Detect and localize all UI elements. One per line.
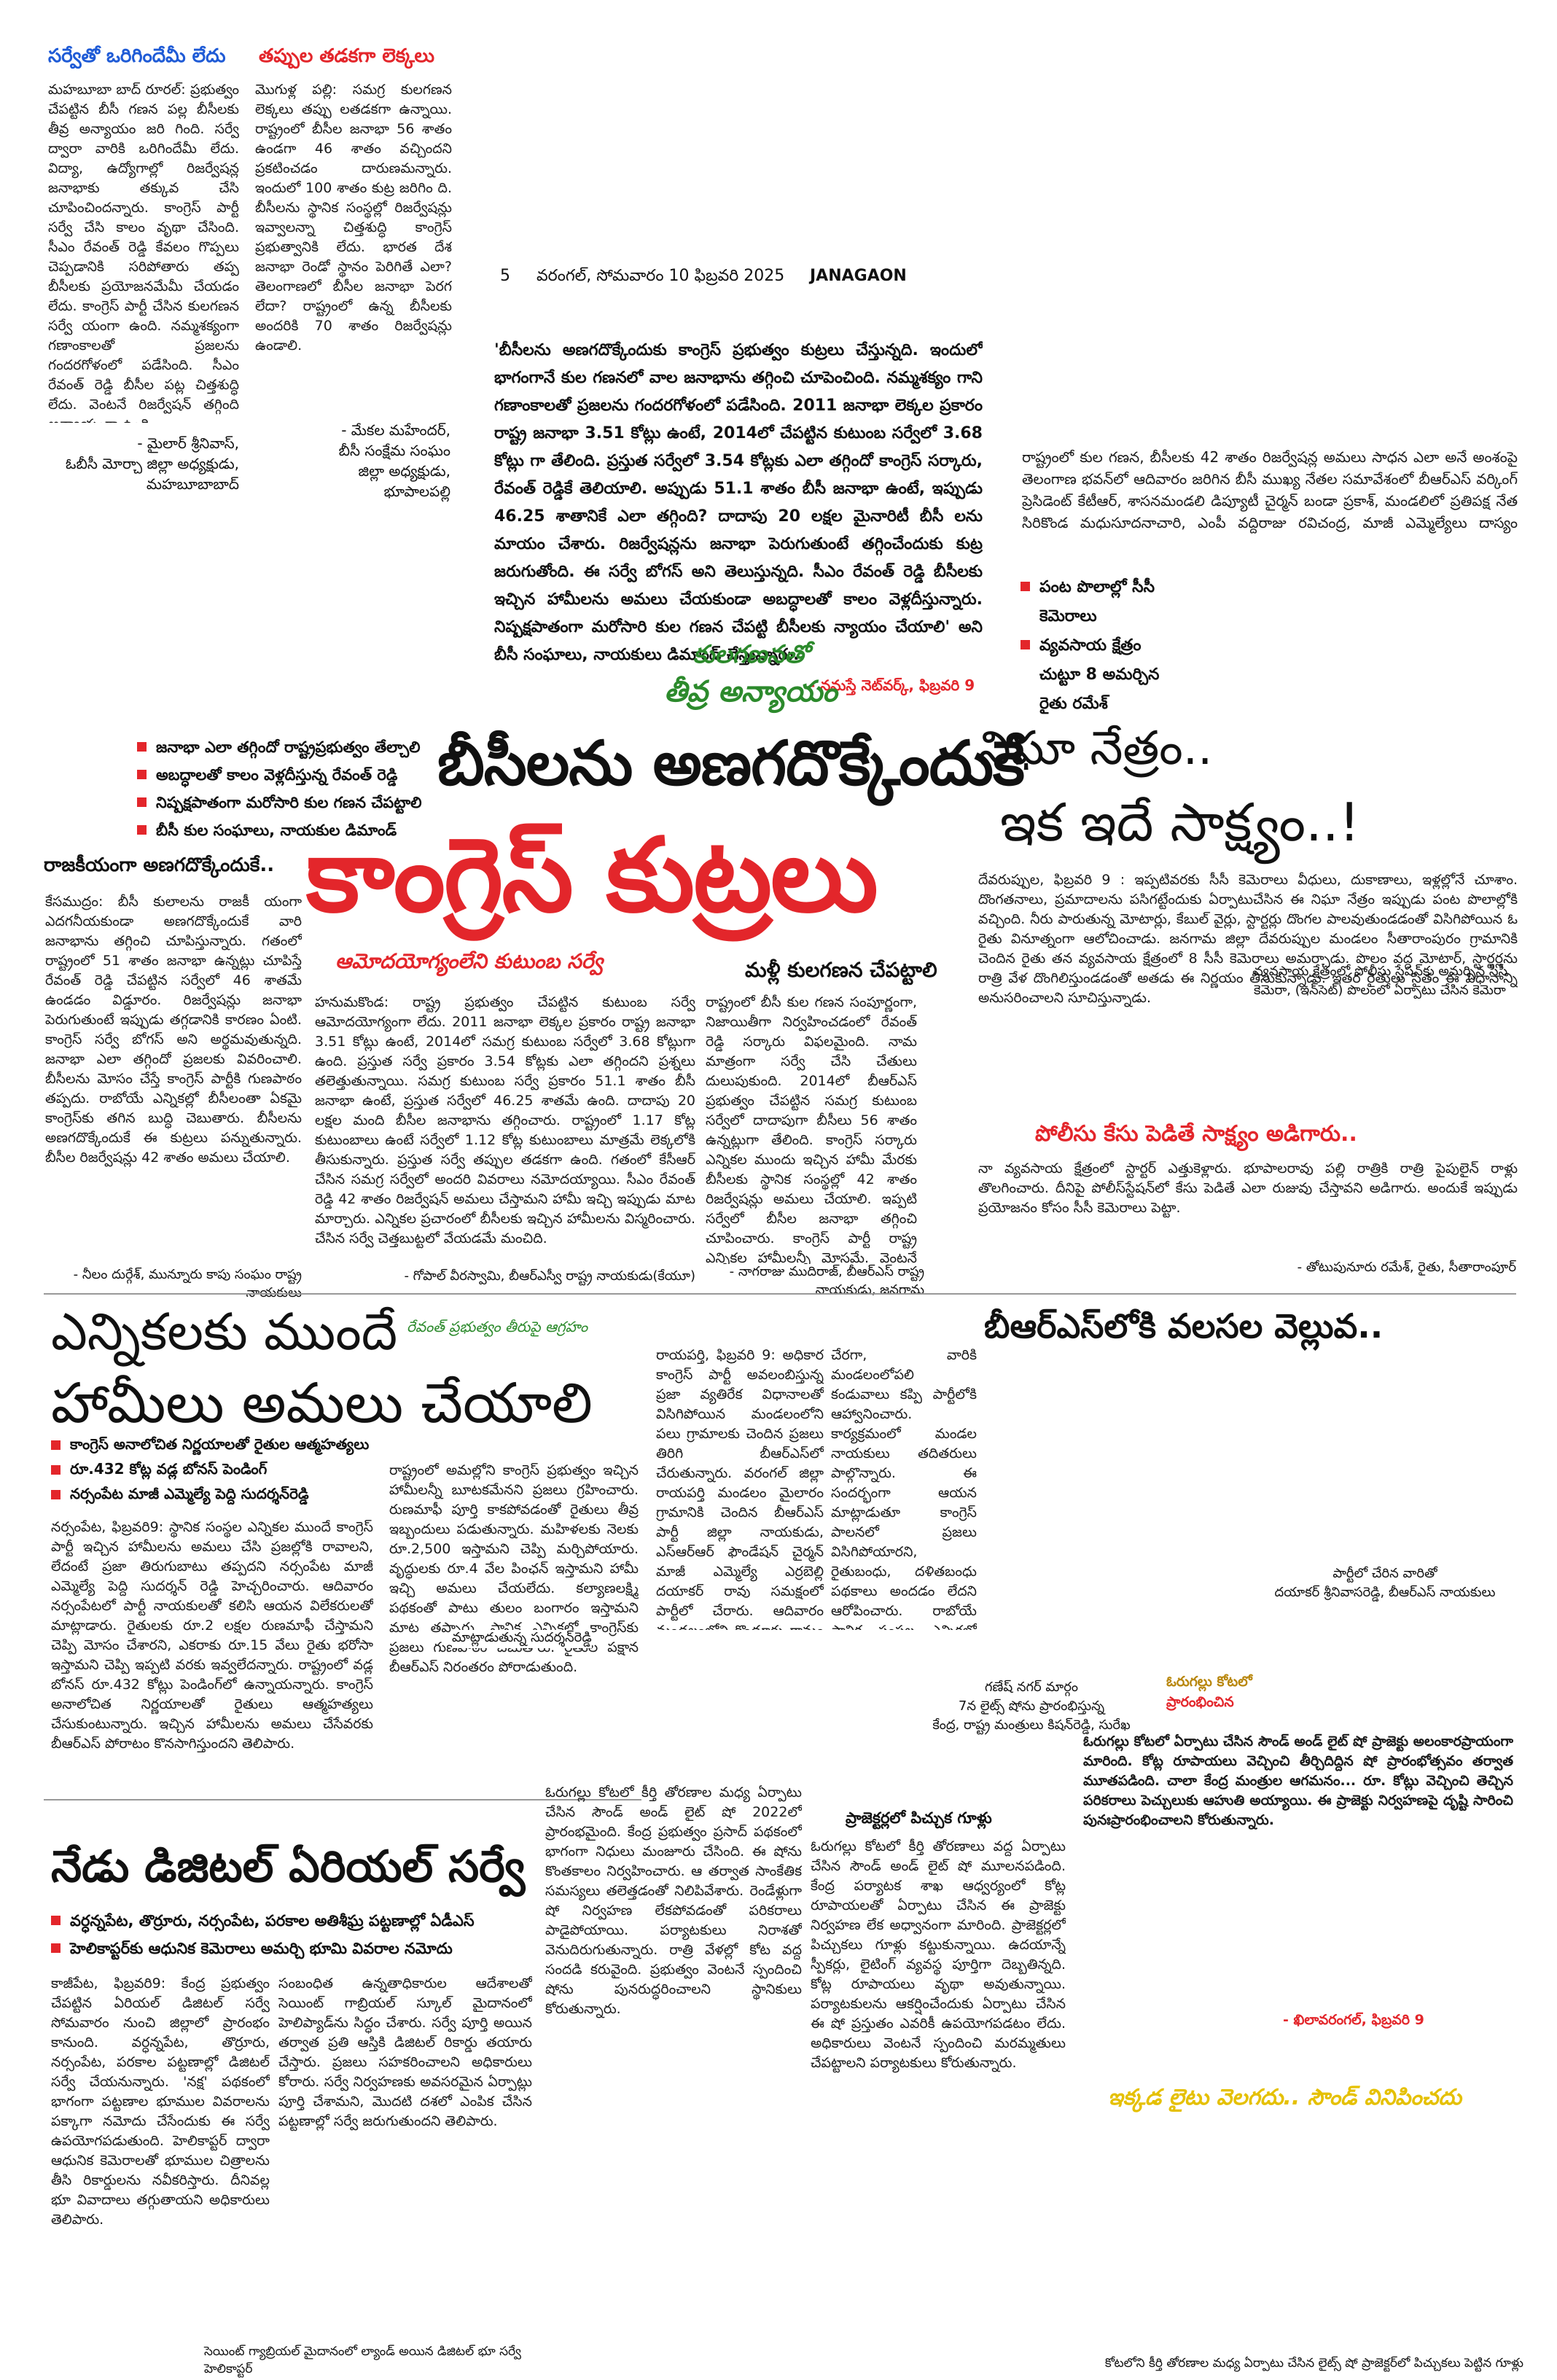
brs-col-1: రాయపర్తి, ఫిబ్రవరి 9: అధికార కాంగ్రెస్ ప… bbox=[656, 1347, 824, 1630]
lights-right-col: ఓరుగల్లు కోటలో ఏర్పాటు చేసిన సౌండ్ అండ్ … bbox=[1083, 1733, 1513, 1828]
head-bullets: జనాభా ఎలా తగ్గిందో రాష్ట్రప్రభుత్వం తేల్… bbox=[137, 733, 429, 844]
kicker-line-2: తీవ్ర అన్యాయం bbox=[664, 675, 838, 709]
aerial-bullet-1: వర్ధన్నపేట, తొర్రూరు, నర్సంపేట, పరకాల అత… bbox=[51, 1907, 547, 1935]
nigha-body: దేవరుప్పుల, ఫిబ్రవరి 9 : ఇప్పటివరకు సీసీ… bbox=[978, 872, 1518, 1006]
aerial-photo-caption: సెయింట్ గ్యాబ్రియల్ మైదానంలో ల్యాండ్ అయి… bbox=[204, 2344, 521, 2376]
nigha-quote: నా వ్యవసాయ క్షేత్రంలో స్టార్టర్ ఎత్తుకెళ… bbox=[978, 1160, 1518, 1216]
right-top-intro: రాష్ట్రంలో కుల గణన, బీసీలకు 42 శాతం రిజర… bbox=[1022, 448, 1518, 531]
aerial-bullets: వర్ధన్నపేట, తొర్రూరు, నర్సంపేట, పరకాల అత… bbox=[51, 1907, 547, 1962]
left-top-headline-1: సర్వేతో ఒరిగిందేమీ లేదు bbox=[48, 45, 226, 67]
main-headline-line-2: కాంగ్రెస్ కుట్రలు bbox=[306, 816, 878, 935]
mid-center-sig: - గోపాల్ వీరస్వామి, బీఆర్ఎస్వీ రాష్ట్ర న… bbox=[404, 1268, 695, 1284]
nigha-quote-sig: - తోటుపునూరు రమేశ్, రైతు, సీతారాంపూర్ bbox=[1297, 1260, 1516, 1275]
mid-right-body: రాష్ట్రంలో బీసీ కుల గణన సంపూర్ణంగా, నిజా… bbox=[706, 994, 917, 1264]
brs-col-2: చేరగా, వారికి మండలంలోపలి కండువాలు కప్పి … bbox=[831, 1347, 977, 1630]
head-bullet-2: అబద్ధాలతో కాలం వెళ్లదీస్తున్న రేవంత్ రెడ… bbox=[137, 761, 429, 789]
main-headline-line-1: బీసీలను అణగదొక్కేందుకే bbox=[437, 727, 1025, 799]
edition-name: JANAGAON bbox=[810, 267, 907, 285]
hamilu-col-1: నర్సంపేట, ఫిబ్రవరి9: స్థానిక సంస్థల ఎన్న… bbox=[51, 1519, 373, 1752]
right-top-bullets: పంట పొలాల్లో సీసీ కెమెరాలు వ్యవసాయ క్షేత… bbox=[1021, 573, 1181, 719]
separator bbox=[44, 1799, 641, 1800]
hamilu-photo-caption: మాట్లాడుతున్న సుదర్శన్‌రెడ్డి bbox=[452, 1630, 592, 1648]
brs-photo-caption: పార్టీలో చేరిన వారితో దయాకర్ శ్రీనివాసరె… bbox=[1274, 1566, 1496, 1600]
hamilu-bullet-2: రూ.432 కోట్ల వడ్ల బోనస్ పెండింగ్ bbox=[51, 1456, 372, 1481]
hamilu-bullet-1: కాంగ్రెస్ అనాలోచిత నిర్ణయాలతో రైతుల ఆత్మ… bbox=[51, 1432, 372, 1456]
nigha-photo-caption: వ్యవసాయ క్షేత్రంలో పోలీసు స్టేషన్‌కు అమర… bbox=[1254, 964, 1508, 998]
quote-box: 'బీసీలను అణగదొక్కేందుకు కాంగ్రెస్ ప్రభుత… bbox=[494, 337, 983, 694]
separator bbox=[44, 1293, 1516, 1295]
aerial-headline: నేడు డిజిటల్ ఏరియల్ సర్వే bbox=[51, 1841, 526, 1892]
lights-kicker: ఓరుగల్లు కోటలో bbox=[1166, 1674, 1252, 1690]
aerial-col-2: సంబంధిత ఉన్నతాధికారుల ఆదేశాలతో సెయింట్ గ… bbox=[278, 1975, 532, 2129]
mid-left-body: కేసముద్రం: బీసీ కులాలను రాజకీ యంగా ఎదగనీ… bbox=[45, 894, 302, 1166]
mid-left-headline: రాజకీయంగా అణగదొక్కేందుకే.. bbox=[44, 854, 275, 876]
quote-text: 'బీసీలను అణగదొక్కేందుకు కాంగ్రెస్ ప్రభుత… bbox=[494, 341, 983, 664]
quote-sig: - నమస్తే నెట్‌వర్క్, ఫిబ్రవరి 9 bbox=[809, 676, 975, 694]
lights-mid-body: ఓరుగల్లు కోటలో కీర్తి తోరణాలు వద్ద ఏర్పా… bbox=[811, 1838, 1066, 2071]
aerial-bullet-2: హెలికాప్టర్‌కు ఆధునిక కెమెరాలు అమర్చి భూ… bbox=[51, 1935, 547, 1962]
hamilu-bullets: కాంగ్రెస్ అనాలోచిత నిర్ణయాలతో రైతుల ఆత్మ… bbox=[51, 1432, 372, 1506]
head-bullet-1: జనాభా ఎలా తగ్గిందో రాష్ట్రప్రభుత్వం తేల్… bbox=[137, 733, 429, 761]
nigha-subhead: పోలీసు కేసు పెడితే సాక్ష్యం అడిగారు.. bbox=[1035, 1121, 1357, 1147]
mid-left-sig: - నీలం దుర్గేశ్, మున్నూరు కాపు సంఘం రాష్… bbox=[73, 1267, 302, 1300]
hamilu-kicker: రేవంత్ ప్రభుత్వం తీరుపై ఆగ్రహం bbox=[407, 1318, 588, 1335]
left-top-body-1: మహబూబా బాద్ రూరల్: ప్రభుత్వం చేపట్టిన బీ… bbox=[48, 82, 239, 423]
lights-right-sig: - ఖిలావరంగల్, ఫిబ్రవరి 9 bbox=[1283, 2012, 1424, 2028]
lights-sub: ప్రారంభించిన bbox=[1166, 1694, 1234, 1710]
lights-mid-headline: ప్రాజెక్టర్లలో పిచ్చుక గూళ్లు bbox=[846, 1809, 992, 1827]
nigha-headline-1: నిఘా నేత్రం.. bbox=[978, 722, 1213, 776]
lights-left-body: ఓరుగల్లు కోటలో కీర్తి తోరణాల మధ్య ఏర్పాట… bbox=[545, 1784, 802, 2017]
lights-photo-caption: గణేష్ నగర్ మార్గం 7న లైట్స్ షోను ప్రారంభ… bbox=[932, 1679, 1131, 1733]
hamilu-bullet-3: నర్సంపేట మాజీ ఎమ్మెల్యే పెద్ది సుదర్శన్‌… bbox=[51, 1481, 372, 1506]
brs-headline: బీఆర్ఎస్‌లోకి వలసల వెల్లువ.. bbox=[984, 1306, 1384, 1346]
left-top-headline-2: తప్పుల తడకగా లెక్కలు bbox=[259, 45, 434, 67]
right-top-bullet-1: పంట పొలాల్లో సీసీ కెమెరాలు bbox=[1021, 573, 1181, 631]
kicker: కులగణనతో తీవ్ర అన్యాయం bbox=[641, 640, 860, 716]
hamilu-col-2: రాష్ట్రంలో అమల్లోని కాంగ్రెస్ ప్రభుత్వం … bbox=[389, 1462, 639, 1675]
lights-yellow-headline: ఇక్కడ లైటు వెలగదు.. సౌండ్ వినిపించదు bbox=[1108, 2085, 1462, 2110]
nigha-headline-2: ఇక ఇదే సాక్ష్యం..! bbox=[1000, 792, 1360, 853]
kicker-line-1: కులగణనతో bbox=[692, 640, 809, 669]
page-number: 5 bbox=[500, 267, 510, 285]
sub-headline-left: ఆమోదయోగ్యంలేని కుటుంబ సర్వే bbox=[335, 949, 604, 973]
head-bullet-4: బీసీ కుల సంఘాలు, నాయకుల డిమాండ్ bbox=[137, 816, 429, 844]
left-top-body-2: మొగుళ్ల పల్లి: సమగ్ర కులగణన లెక్కలు తప్ప… bbox=[255, 82, 452, 354]
masthead: 5 వరంగల్, సోమవారం 10 ఫిబ్రవరి 2025 JANAG… bbox=[493, 267, 959, 292]
right-top-bullet-2: వ్యవసాయ క్షేత్రం చుట్టూ 8 అమర్చిన రైతు ర… bbox=[1021, 631, 1181, 719]
mid-right-sig: - నాగరాజు ముదిరాజ్, బీఆర్ఎస్ రాష్ట్ర నాయ… bbox=[729, 1264, 924, 1298]
hamilu-headline-2: హామీలు అమలు చేయాలి bbox=[51, 1370, 593, 1435]
mid-center-body: హనుమకొండ: రాష్ట్ర ప్రభుత్వం చేపట్టిన కుట… bbox=[315, 994, 695, 1246]
head-bullet-3: నిష్పక్షపాతంగా మరోసారి కుల గణన చేపట్టాలి bbox=[137, 789, 429, 816]
hamilu-headline-1: ఎన్నికలకు ముందే bbox=[51, 1302, 398, 1362]
masthead-date: వరంగల్, సోమవారం 10 ఫిబ్రవరి 2025 bbox=[536, 267, 785, 285]
lights-bottom-caption: కోటలోని కీర్తి తోరణాల మధ్య ఏర్పాటు చేసిన… bbox=[1104, 2356, 1523, 2371]
sub-headline-right: మళ్లీ కులగణన చేపట్టాలి bbox=[745, 958, 937, 982]
aerial-col-1: కాజీపేట, ఫిబ్రవరి9: కేంద్ర ప్రభుత్వం చేప… bbox=[51, 1975, 270, 2228]
left-top-sig-2: - మేకల మహేందర్, బీసీ సంక్షేమ సంఘం జిల్లా… bbox=[338, 421, 450, 500]
left-top-sig-1: - మైలార్ శ్రీనివాస్, ఓబీసీ మోర్చా జిల్లా… bbox=[65, 434, 239, 493]
